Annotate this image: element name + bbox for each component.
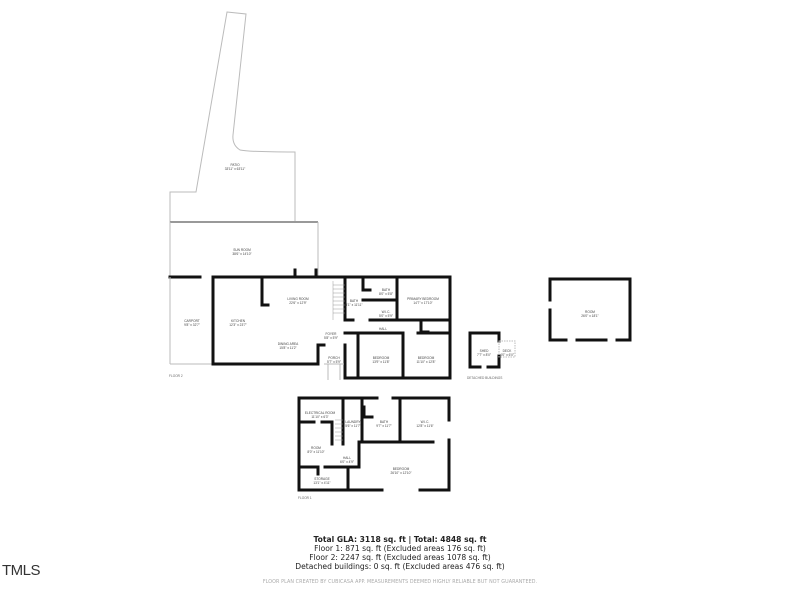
floor2-walls <box>168 268 452 380</box>
svg-text:PATIO: PATIO <box>230 163 240 167</box>
svg-text:FLOOR 1: FLOOR 1 <box>298 496 312 500</box>
floor2-labels: CARPORT 9'8" x 32'7" KITCHEN 12'3" x 23'… <box>169 288 439 378</box>
svg-text:BEDROOM: BEDROOM <box>393 467 410 471</box>
svg-text:STORAGE: STORAGE <box>314 477 330 481</box>
svg-text:W.I.C.: W.I.C. <box>421 420 430 424</box>
svg-text:SHED: SHED <box>480 349 490 353</box>
detached-area: Detached buildings: 0 sq. ft (Excluded a… <box>295 562 505 571</box>
svg-text:PRIMARY BEDROOM: PRIMARY BEDROOM <box>407 297 439 301</box>
svg-text:22'6" x 12'9": 22'6" x 12'9" <box>289 301 306 305</box>
mls-logo: TMLS <box>2 562 41 579</box>
svg-text:5'8" x 5'9": 5'8" x 5'9" <box>324 336 338 340</box>
svg-text:38'6" x 14'10": 38'6" x 14'10" <box>232 252 251 256</box>
floor1-labels: ELECTRICAL ROOM 11'10" x 6'3" LAUNDRY 5'… <box>298 411 434 500</box>
svg-text:ELECTRICAL ROOM: ELECTRICAL ROOM <box>305 411 336 415</box>
svg-text:26'10" x 12'10": 26'10" x 12'10" <box>390 471 411 475</box>
svg-text:BATH: BATH <box>380 420 389 424</box>
patio-label: PATIO 33'11" x 63'11" <box>225 163 246 171</box>
svg-text:33'11" x 63'11": 33'11" x 63'11" <box>225 167 246 171</box>
svg-text:8'1" x 11'11": 8'1" x 11'11" <box>345 303 362 307</box>
svg-text:W.I.C.: W.I.C. <box>382 310 391 314</box>
svg-text:FOYER: FOYER <box>326 332 338 336</box>
svg-text:DETACHED BUILDINGS: DETACHED BUILDINGS <box>467 376 502 380</box>
svg-text:13'9" x 11'8": 13'9" x 11'8" <box>372 360 389 364</box>
svg-text:9'7" x 11'7": 9'7" x 11'7" <box>376 424 391 428</box>
svg-text:ROOM: ROOM <box>311 446 321 450</box>
svg-text:11'10" x 12'8": 11'10" x 12'8" <box>416 360 435 364</box>
svg-text:8'0" x 11'10": 8'0" x 11'10" <box>307 450 324 454</box>
total-gla: Total GLA: 3118 sq. ft | Total: 4848 sq.… <box>313 535 487 544</box>
svg-text:LIVING ROOM: LIVING ROOM <box>287 297 309 301</box>
svg-text:6'0" x 4'9": 6'0" x 4'9" <box>340 460 354 464</box>
svg-text:9'8" x 32'7": 9'8" x 32'7" <box>184 323 200 327</box>
svg-text:LAUNDRY: LAUNDRY <box>345 420 361 424</box>
svg-text:PORCH: PORCH <box>328 356 340 360</box>
svg-text:HALL: HALL <box>379 327 387 331</box>
svg-text:7'7" x 8'0": 7'7" x 8'0" <box>477 353 491 357</box>
svg-text:14'7" x 17'10": 14'7" x 17'10" <box>413 301 432 305</box>
svg-text:5'6" x 11'7": 5'6" x 11'7" <box>345 424 360 428</box>
svg-text:8'0" x 5'8": 8'0" x 5'8" <box>379 292 393 296</box>
svg-text:HALL: HALL <box>343 456 351 460</box>
svg-text:BEDROOM: BEDROOM <box>418 356 435 360</box>
svg-text:CARPORT: CARPORT <box>184 319 200 323</box>
floor1-area: Floor 1: 871 sq. ft (Excluded areas 176 … <box>314 544 486 553</box>
floor2-area: Floor 2: 2247 sq. ft (Excluded areas 107… <box>309 553 491 562</box>
sun-room: SUN ROOM 38'6" x 14'10" <box>169 221 319 277</box>
svg-text:BATH: BATH <box>382 288 391 292</box>
svg-text:15'8" x 11'2": 15'8" x 11'2" <box>279 346 296 350</box>
svg-text:4'0" x 6'0": 4'0" x 6'0" <box>500 353 514 357</box>
svg-text:KITCHEN: KITCHEN <box>231 319 246 323</box>
area-summary: Total GLA: 3118 sq. ft | Total: 4848 sq.… <box>0 535 800 571</box>
svg-text:5'7" x 5'9": 5'7" x 5'9" <box>327 360 341 364</box>
patio-outline <box>169 11 296 223</box>
svg-text:11'10" x 6'3": 11'10" x 6'3" <box>311 415 328 419</box>
svg-text:BATH: BATH <box>350 299 359 303</box>
detached-buildings: SHED 7'7" x 8'0" DECK 4'0" x 6'0" DETACH… <box>467 277 632 380</box>
svg-text:DECK: DECK <box>503 349 513 353</box>
svg-text:13'1" x 4'11": 13'1" x 4'11" <box>313 481 330 485</box>
svg-text:12'3" x 23'7": 12'3" x 23'7" <box>229 323 246 327</box>
disclaimer: FLOOR PLAN CREATED BY CUBICASA APP. MEAS… <box>262 580 538 585</box>
svg-text:DINING AREA: DINING AREA <box>278 342 299 346</box>
svg-text:12'8" x 11'6": 12'8" x 11'6" <box>416 424 433 428</box>
svg-text:26'0" x 18'1": 26'0" x 18'1" <box>581 314 598 318</box>
svg-text:SUN ROOM: SUN ROOM <box>233 248 251 252</box>
svg-text:5'0" x 5'9": 5'0" x 5'9" <box>379 314 393 318</box>
svg-text:BEDROOM: BEDROOM <box>373 356 390 360</box>
floor1-walls <box>297 396 451 492</box>
svg-text:ROOM: ROOM <box>585 310 595 314</box>
svg-text:FLOOR 2: FLOOR 2 <box>169 374 183 378</box>
